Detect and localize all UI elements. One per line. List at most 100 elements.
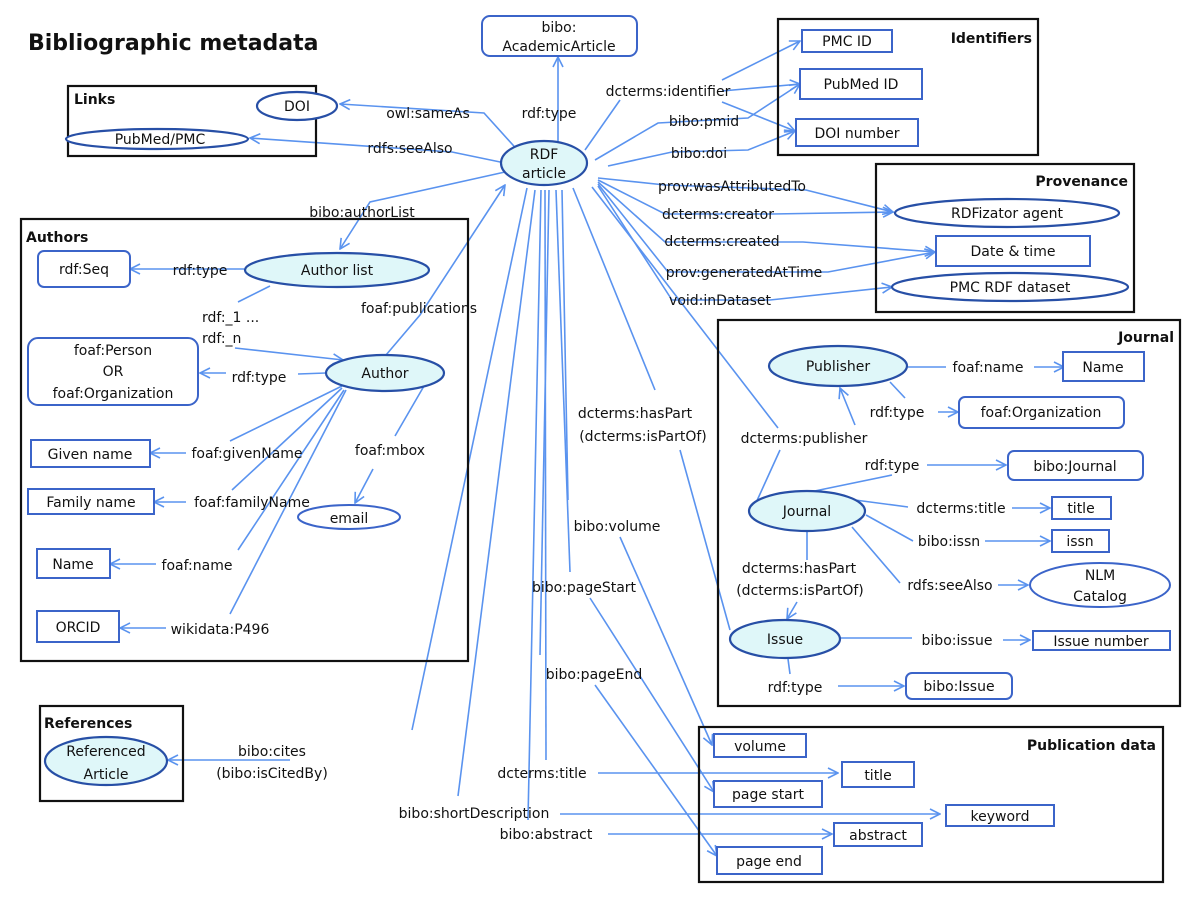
node-rdfizator-agent[interactable]: RDFizator agent [893, 197, 1121, 229]
label-foaf-mbox: foaf:mbox [355, 443, 425, 459]
node-given-name[interactable]: Given name [30, 439, 151, 468]
node-rdf-seq[interactable]: rdf:Seq [37, 250, 131, 288]
edge-bibo-authorlist [340, 171, 506, 249]
label-dcterms-creator: dcterms:creator [662, 207, 774, 223]
edge-dcterms-creator [597, 179, 893, 214]
label-foaf-name-publisher: foaf:name [953, 360, 1024, 376]
node-journal-title-label: title [1067, 501, 1094, 517]
node-email[interactable]: email [297, 504, 401, 530]
group-label-authors: Authors [26, 230, 88, 246]
label-foaf-familyname: foaf:familyName [194, 495, 310, 511]
node-pubmed-pmc[interactable]: PubMed/PMC [64, 127, 250, 151]
node-pub-title-label: title [864, 768, 891, 784]
node-academic-article-line2: AcademicArticle [502, 39, 615, 55]
edge-author-familyname [231, 387, 343, 491]
node-keyword[interactable]: keyword [945, 804, 1055, 827]
label-owl-sameas: owl:sameAs [386, 106, 470, 122]
edge-haspart-issue-arrow [787, 601, 798, 619]
edge-hasPart-article-2 [679, 449, 731, 631]
label-prov-attributed: prov:wasAttributedTo [658, 179, 806, 195]
node-orcid[interactable]: ORCID [36, 610, 120, 643]
edge-short-description [457, 189, 536, 797]
node-person-or-org[interactable]: foaf:Person OR foaf:Organization [27, 337, 199, 406]
node-pubmed-pmc-label: PubMed/PMC [115, 132, 206, 148]
node-author-name[interactable]: Name [36, 548, 111, 579]
label-rdfs-seealso-journal: rdfs:seeAlso [907, 578, 992, 594]
node-author[interactable]: Author [324, 353, 446, 393]
node-journal[interactable]: Journal [747, 489, 867, 533]
edge-rdfs-seealso-links [250, 138, 506, 164]
group-links [66, 84, 318, 158]
node-family-name[interactable]: Family name [27, 488, 155, 515]
label-rdf-type-seq: rdf:type [173, 263, 228, 279]
node-pmc-rdf-dataset[interactable]: PMC RDF dataset [890, 271, 1130, 303]
node-foaf-organization[interactable]: foaf:Organization [958, 396, 1125, 429]
node-bibo-issue-label: bibo:Issue [923, 679, 994, 695]
edge-dcterms-publisher [591, 186, 779, 429]
node-given-name-label: Given name [48, 447, 133, 463]
edge-labels: rdf:type owl:sameAs rdfs:seeAlso dcterms… [162, 84, 1024, 843]
group-authors [19, 217, 470, 663]
node-family-name-label: Family name [46, 495, 135, 511]
node-author-list[interactable]: Author list [243, 251, 431, 289]
node-pmc-rdf-dataset-label: PMC RDF dataset [950, 280, 1071, 296]
node-issue-number[interactable]: Issue number [1032, 630, 1171, 651]
node-rdfizator-agent-label: RDFizator agent [951, 206, 1064, 222]
edge-author-givenname [229, 385, 343, 442]
node-issue[interactable]: Issue [728, 618, 842, 660]
label-void-indataset: void:inDataset [669, 293, 771, 309]
node-academic-article[interactable]: bibo: AcademicArticle [481, 15, 638, 57]
edge-volume-arrow [619, 536, 712, 745]
node-volume[interactable]: volume [713, 733, 807, 758]
node-nlm-catalog-line2: Catalog [1073, 589, 1127, 605]
node-page-start[interactable]: page start [713, 780, 823, 808]
node-abstract-label: abstract [849, 828, 907, 844]
label-bibo-doi: bibo:doi [671, 146, 727, 162]
label-rdfs-seealso-links: rdfs:seeAlso [367, 141, 452, 157]
node-rdf-article[interactable]: RDF article [499, 139, 589, 187]
node-pubmed-id[interactable]: PubMed ID [799, 68, 923, 100]
label-dcterms-publisher: dcterms:publisher [741, 431, 868, 447]
node-date-time[interactable]: Date & time [935, 235, 1091, 267]
node-abstract[interactable]: abstract [833, 822, 923, 847]
node-bibo-journal[interactable]: bibo:Journal [1007, 450, 1144, 481]
node-doi-link[interactable]: DOI [255, 90, 339, 122]
label-rdf-type-journal: rdf:type [865, 458, 920, 474]
node-nlm-catalog[interactable]: NLM Catalog [1029, 562, 1171, 608]
label-rdf-type-article: rdf:type [522, 106, 577, 122]
node-referenced-article[interactable]: Referenced Article [43, 735, 169, 787]
edge-pageend-arrow [594, 684, 717, 856]
node-page-end-label: page end [736, 854, 802, 870]
node-email-label: email [330, 511, 369, 527]
edge-publisher-journal [754, 449, 781, 506]
node-page-end[interactable]: page end [716, 846, 823, 875]
edge-identifier-doinumber [721, 101, 795, 131]
node-pub-title[interactable]: title [841, 761, 915, 788]
node-journal-title[interactable]: title [1051, 496, 1112, 520]
node-publisher[interactable]: Publisher [767, 344, 909, 388]
node-issn[interactable]: issn [1051, 529, 1110, 553]
group-label-publication-data: Publication data [1027, 738, 1156, 754]
edge-author-mbox [394, 385, 425, 437]
edge-journal-title [854, 499, 909, 508]
node-bibo-issue[interactable]: bibo:Issue [905, 672, 1013, 700]
edge-identifier-pubmedid [721, 84, 800, 92]
edge-mbox-email [355, 468, 374, 503]
node-rdf-seq-label: rdf:Seq [59, 262, 109, 278]
edge-bibo-cites [411, 187, 528, 731]
label-wikidata-p496: wikidata:P496 [171, 622, 270, 638]
node-doi-number[interactable]: DOI number [795, 118, 919, 147]
node-foaf-organization-label: foaf:Organization [981, 405, 1102, 421]
node-issn-label: issn [1066, 534, 1093, 550]
group-label-journal: Journal [1117, 330, 1174, 346]
node-publisher-name[interactable]: Name [1062, 351, 1145, 382]
edge-dcterms-title-article [544, 189, 547, 761]
group-label-provenance: Provenance [1035, 174, 1128, 190]
group-identifiers [776, 17, 1040, 157]
node-pubmed-id-label: PubMed ID [824, 77, 899, 93]
label-rdf-members-1: rdf:_1 ... [202, 310, 259, 326]
node-pmc-id[interactable]: PMC ID [801, 29, 893, 53]
node-publisher-name-label: Name [1082, 360, 1123, 376]
edge-identifier-pmcid [721, 41, 800, 81]
